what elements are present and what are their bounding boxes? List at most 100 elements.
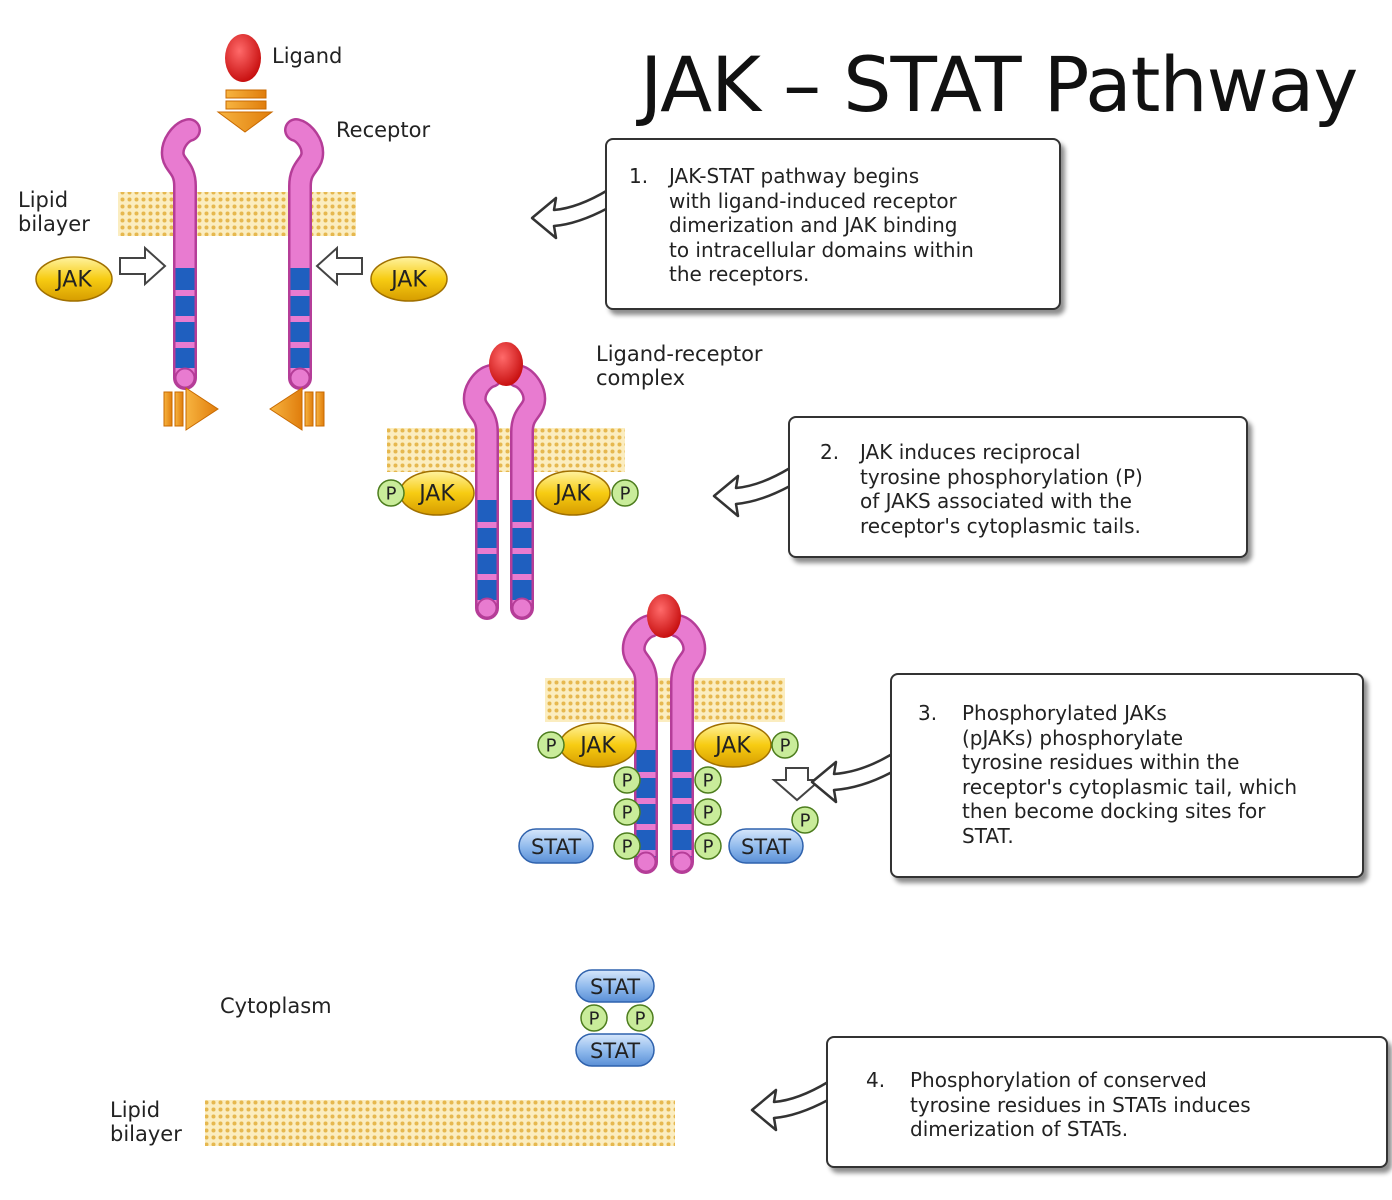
phosphate-label: P — [703, 803, 714, 824]
receptor-left — [621, 614, 662, 874]
jak-shape — [35, 256, 113, 302]
tail-band — [672, 798, 692, 804]
label-receptor: Receptor — [336, 118, 431, 142]
phosphate-label: P — [546, 736, 557, 757]
phosphate-shape — [694, 766, 722, 794]
tail-band — [175, 290, 195, 296]
cyto-tail — [175, 268, 195, 378]
phosphate-shape — [377, 479, 405, 507]
receptor-left — [160, 118, 201, 390]
phosphate: P — [694, 798, 722, 826]
stat-label: STAT — [590, 975, 640, 999]
stat-label: STAT — [590, 1039, 640, 1063]
jak-protein: JAK — [399, 470, 475, 516]
phosphate: P — [580, 1004, 608, 1032]
stat-shape — [575, 969, 655, 1003]
step-number: 2. — [820, 440, 840, 464]
phosphate-shape — [613, 832, 641, 860]
phosphate-shape — [537, 731, 565, 759]
phosphate-label: P — [622, 837, 633, 858]
phosphate-shape — [611, 479, 639, 507]
callout-arrow-2 — [712, 466, 792, 518]
page-title: JAK – STAT Pathway — [640, 40, 1358, 129]
tail-band — [477, 548, 497, 554]
tail-band — [290, 316, 310, 322]
jak-shape — [370, 256, 448, 302]
signal-arrow-right — [269, 387, 325, 431]
step-number: 3. — [918, 701, 938, 725]
phosphate: P — [694, 832, 722, 860]
phosphate: P — [377, 479, 405, 507]
jak-label: JAK — [389, 268, 427, 293]
jak-label: JAK — [54, 268, 92, 293]
receptor-right — [666, 614, 707, 874]
phosphate-shape — [694, 832, 722, 860]
stat-protein: STAT — [575, 969, 655, 1003]
phosphate: P — [611, 479, 639, 507]
dock-arrow — [771, 767, 823, 802]
tail-band — [672, 772, 692, 778]
phosphate-shape — [580, 1004, 608, 1032]
stat-shape — [575, 1033, 655, 1067]
phosphate-label: P — [589, 1009, 600, 1030]
label-ligand: Ligand — [272, 44, 343, 68]
tail-band — [175, 316, 195, 322]
step-box-2: 2. JAK induces reciprocal tyrosine phosp… — [788, 416, 1248, 558]
step-number: 4. — [866, 1068, 886, 1092]
jak-label: JAK — [578, 734, 616, 759]
lipid-bilayer-3 — [545, 678, 785, 722]
stat-protein: STAT — [575, 1033, 655, 1067]
tail-band — [512, 522, 532, 528]
phosphate-label: P — [635, 1009, 646, 1030]
phosphate-shape — [771, 731, 799, 759]
tail-band — [477, 522, 497, 528]
phosphate: P — [613, 766, 641, 794]
phosphate-label: P — [622, 803, 633, 824]
phosphate-label: P — [703, 771, 714, 792]
jak-protein: JAK — [694, 722, 772, 768]
tail-band — [175, 342, 195, 348]
jak-bind-arrow-left — [119, 245, 167, 287]
step-text: JAK induces reciprocal tyrosine phosphor… — [860, 440, 1143, 538]
phosphate-shape — [626, 1004, 654, 1032]
phosphate: P — [791, 806, 819, 834]
tail-band — [672, 824, 692, 830]
receptor-left — [462, 364, 503, 620]
phosphate-shape — [613, 798, 641, 826]
ligand — [225, 34, 261, 82]
tail-band — [290, 290, 310, 296]
label-lipid-bilayer-bottom: Lipid bilayer — [110, 1098, 182, 1146]
tail-band — [636, 772, 656, 778]
stat-protein: STAT — [728, 828, 804, 864]
phosphate: P — [626, 1004, 654, 1032]
jak-protein: JAK — [370, 256, 448, 302]
jak-protein: JAK — [559, 722, 637, 768]
phosphate-label: P — [780, 736, 791, 757]
lipid-bilayer-4 — [205, 1100, 675, 1146]
label-lipid-bilayer-top: Lipid bilayer — [18, 188, 90, 236]
tail-band — [636, 824, 656, 830]
receptor-right — [506, 364, 547, 620]
jak-shape — [694, 722, 772, 768]
stat-shape — [518, 828, 594, 864]
tail-band — [512, 574, 532, 580]
jak-protein: JAK — [35, 256, 113, 302]
phosphate-shape — [791, 806, 819, 834]
phosphate-label: P — [703, 837, 714, 858]
ligand-bound — [647, 594, 681, 638]
tail-band — [636, 798, 656, 804]
stat-label: STAT — [741, 835, 791, 859]
stat-label: STAT — [531, 835, 581, 859]
callout-arrow-1 — [530, 188, 610, 240]
stat-protein: STAT — [518, 828, 594, 864]
tail-band — [290, 342, 310, 348]
phosphate: P — [694, 766, 722, 794]
step-text: Phosphorylation of conserved tyrosine re… — [910, 1068, 1251, 1141]
label-cytoplasm: Cytoplasm — [220, 994, 332, 1018]
phosphate-shape — [694, 798, 722, 826]
jak-label: JAK — [713, 734, 751, 759]
phosphate: P — [537, 731, 565, 759]
step-box-4: 4. Phosphorylation of conserved tyrosine… — [826, 1036, 1388, 1168]
jak-label: JAK — [417, 482, 455, 507]
